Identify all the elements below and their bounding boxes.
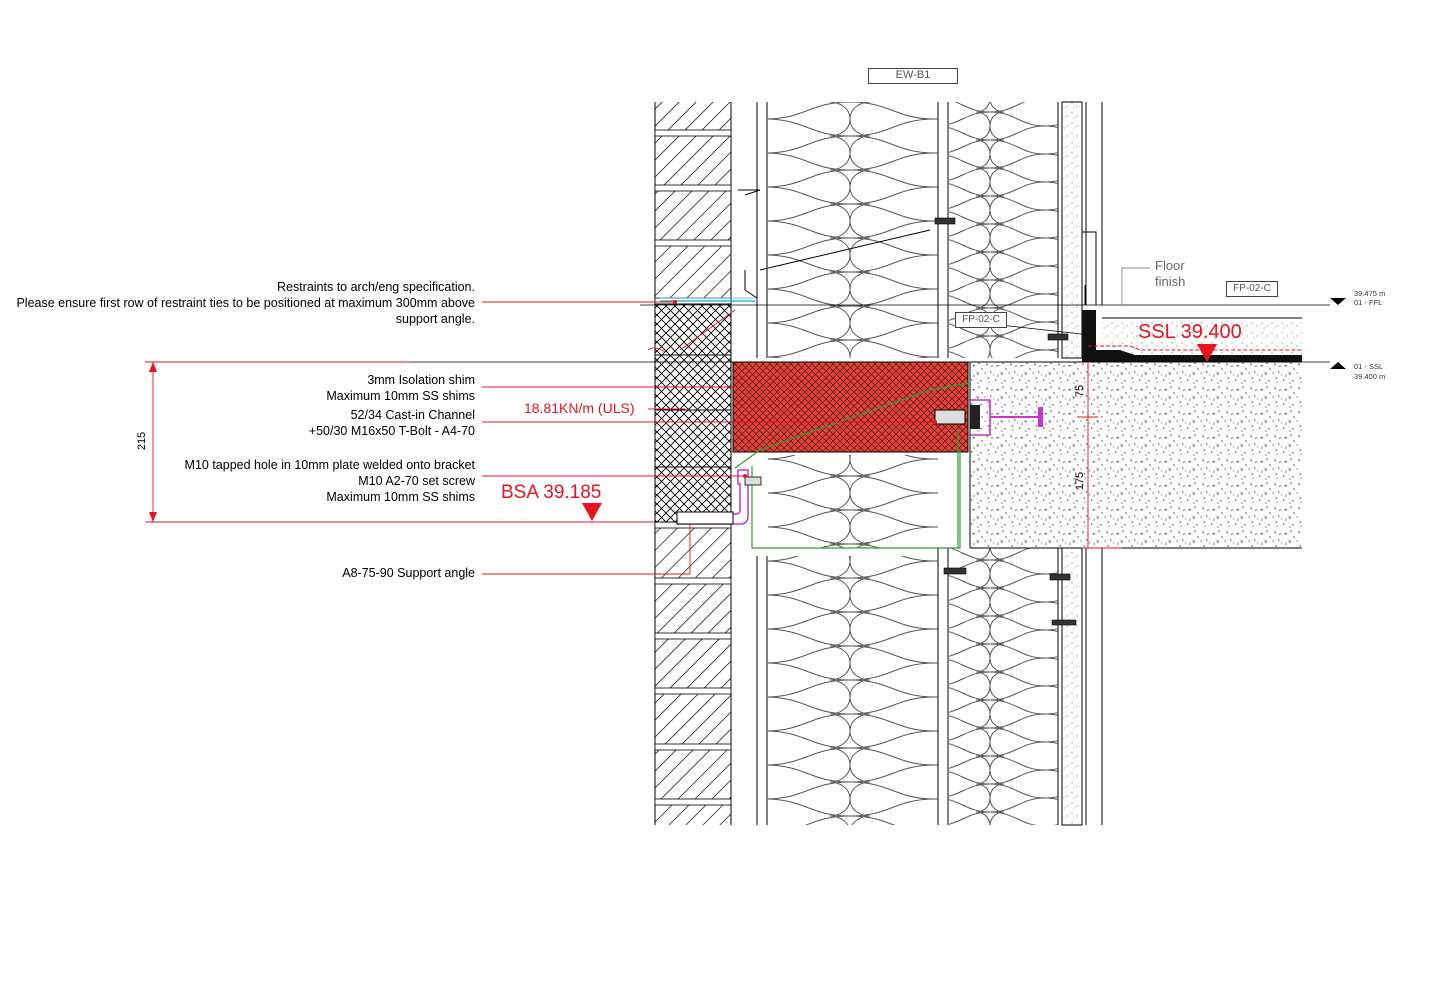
note-support-angle: A8-75-90 Support angle [342,566,475,580]
bsa-level-label: BSA 39.185 [501,482,602,503]
note-restraints-line1: Restraints to arch/eng specification. [276,280,475,294]
note-shims: 3mm Isolation shim Maximum 10mm SS shims [326,372,475,404]
ssl-level-marker [1330,362,1346,369]
dim-upper: 75 [1074,384,1087,398]
cast-in-channel [934,399,1043,436]
note-restraints-line3: support angle. [395,312,475,326]
note-channel-line1: 52/34 Cast-in Channel [350,408,475,422]
dim-overall: 215 [136,431,149,451]
ssl-level-triangle [1197,344,1217,362]
internal-lining [1061,101,1103,826]
wall-type-tag: EW-B1 [868,68,958,84]
note-shims-line1: 3mm Isolation shim [367,373,475,387]
floor-finish-line2: finish [1155,274,1186,289]
support-angle [676,511,734,525]
ssl-level-label: SSL 39.400 [1138,321,1242,343]
floor-finish-line1: Floor [1155,258,1185,273]
finish-tag-upper: FP-02-C [1226,281,1278,297]
floor-buildup [1082,310,1302,362]
concrete-slab [969,361,1302,549]
finish-tag-lower: FP-02-C [955,312,1007,328]
brick-leaf [654,102,732,825]
note-channel-line2: +50/30 M16x50 T-Bolt - A4-70 [308,424,475,438]
note-m10-line1: M10 tapped hole in 10mm plate welded ont… [184,458,475,472]
ssl-value: 39.400 m [1354,372,1386,381]
note-restraints-line2: Please ensure first row of restraint tie… [16,296,475,310]
note-channel: 52/34 Cast-in Channel +50/30 M16x50 T-Bo… [309,407,475,439]
note-shims-line2: Maximum 10mm SS shims [326,389,475,403]
ffl-value: 39.475 m [1354,289,1386,298]
floor-finish-label: Floor finish [1155,258,1185,290]
note-restraints: Restraints to arch/eng specification. Pl… [16,279,475,327]
dim-lower: 175 [1074,471,1087,491]
note-m10-line3: Maximum 10mm SS shims [326,490,475,504]
note-m10-line2: M10 A2-70 set screw [358,474,475,488]
ffl-name: 01 - FFL [1354,298,1383,307]
note-m10: M10 tapped hole in 10mm plate welded ont… [185,457,475,505]
load-label: 18.81KN/m (ULS) [524,400,635,416]
fire-barrier [732,361,969,453]
ffl-level-marker [1330,298,1346,305]
bsa-level-triangle [582,503,602,521]
ssl-name: 01 - SSL [1354,362,1384,371]
